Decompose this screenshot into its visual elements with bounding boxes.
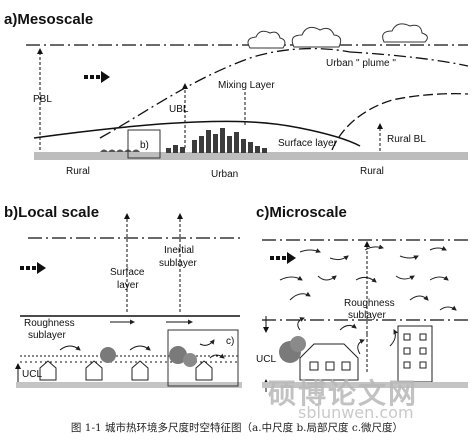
ground-strip-b [16, 382, 242, 388]
ground-strip-c [262, 382, 468, 388]
surface-layer-curve [33, 120, 361, 147]
plume-boundary-curve [349, 51, 469, 67]
watermark-url: sblunwen.com [298, 403, 414, 422]
wind-arrow-icon [20, 262, 46, 274]
ucl-label-b: UCL [22, 369, 42, 380]
ucl-label-c: UCL [256, 354, 276, 365]
ground-strip [34, 152, 468, 160]
tree-icon [183, 353, 197, 367]
rural-bl-label: Rural BL [387, 134, 426, 145]
urban-plume-label: Urban " plume " [326, 58, 396, 69]
mixing-layer-label: Mixing Layer [218, 80, 275, 91]
inset-c-label: c) [226, 336, 234, 347]
panel-c-title: c)Microscale [256, 204, 347, 221]
watermark-text: 硕博论文网 [268, 377, 419, 410]
wind-arrow-icon [270, 252, 296, 264]
swirl-arrow [209, 353, 225, 359]
tree-icon [290, 336, 306, 352]
inset-b-box [127, 129, 161, 159]
roughness-label-1: Roughness [24, 318, 75, 329]
inertial-label-2: sublayer [159, 258, 197, 269]
roughness-label-c-1: Roughness [344, 298, 395, 309]
surface-layer-label-1: Surface [110, 267, 145, 278]
roughness-label-c-2: sublayer [348, 310, 386, 321]
rural-right-label: Rural [360, 166, 384, 177]
rural-left-label: Rural [66, 166, 90, 177]
panel-b-local-scale: b)Local scale Surface layer Inertial sub… [4, 204, 242, 388]
inset-c-box [167, 329, 239, 387]
inset-b-label: b) [140, 140, 149, 151]
inertial-label-1: Inertial [164, 245, 194, 256]
rural-bl-curve [331, 93, 469, 151]
panel-a-title: a)Mesoscale [4, 11, 93, 28]
house-icon [39, 360, 213, 381]
swirl-arrow [59, 345, 81, 351]
pbl-label: PBL [33, 94, 52, 105]
building-icon [397, 325, 433, 383]
ubl-boundary-curve [99, 47, 351, 139]
tree-icon [100, 347, 116, 363]
panel-a-mesoscale: a)Mesoscale PBL UBL Mixing Layer Urban "… [4, 11, 469, 180]
cloud-icon [382, 23, 428, 43]
tree-icon [169, 346, 187, 364]
cloud-icon [291, 26, 342, 48]
panel-c-microscale: c)Microscale [256, 204, 468, 392]
surface-layer-label-2: layer [117, 280, 139, 291]
suburb-trees [100, 149, 140, 152]
roughness-label-2: sublayer [28, 330, 66, 341]
cloud-icon [247, 30, 286, 49]
figure-caption: 图 1-1 城市热环境多尺度时空特征图（a.中尺度 b.局部尺度 c.微尺度） [70, 422, 404, 434]
city-buildings [166, 128, 267, 153]
urban-label: Urban [211, 169, 238, 180]
surface-layer-label: Surface layer [278, 138, 338, 149]
turbulent-flow-arrows [279, 244, 457, 355]
swirl-arrow [199, 339, 215, 346]
swirl-arrow [129, 345, 151, 351]
wind-arrow-icon [84, 71, 110, 83]
ubl-label: UBL [169, 104, 189, 115]
panel-b-title: b)Local scale [4, 204, 99, 221]
house-icon [299, 343, 359, 381]
